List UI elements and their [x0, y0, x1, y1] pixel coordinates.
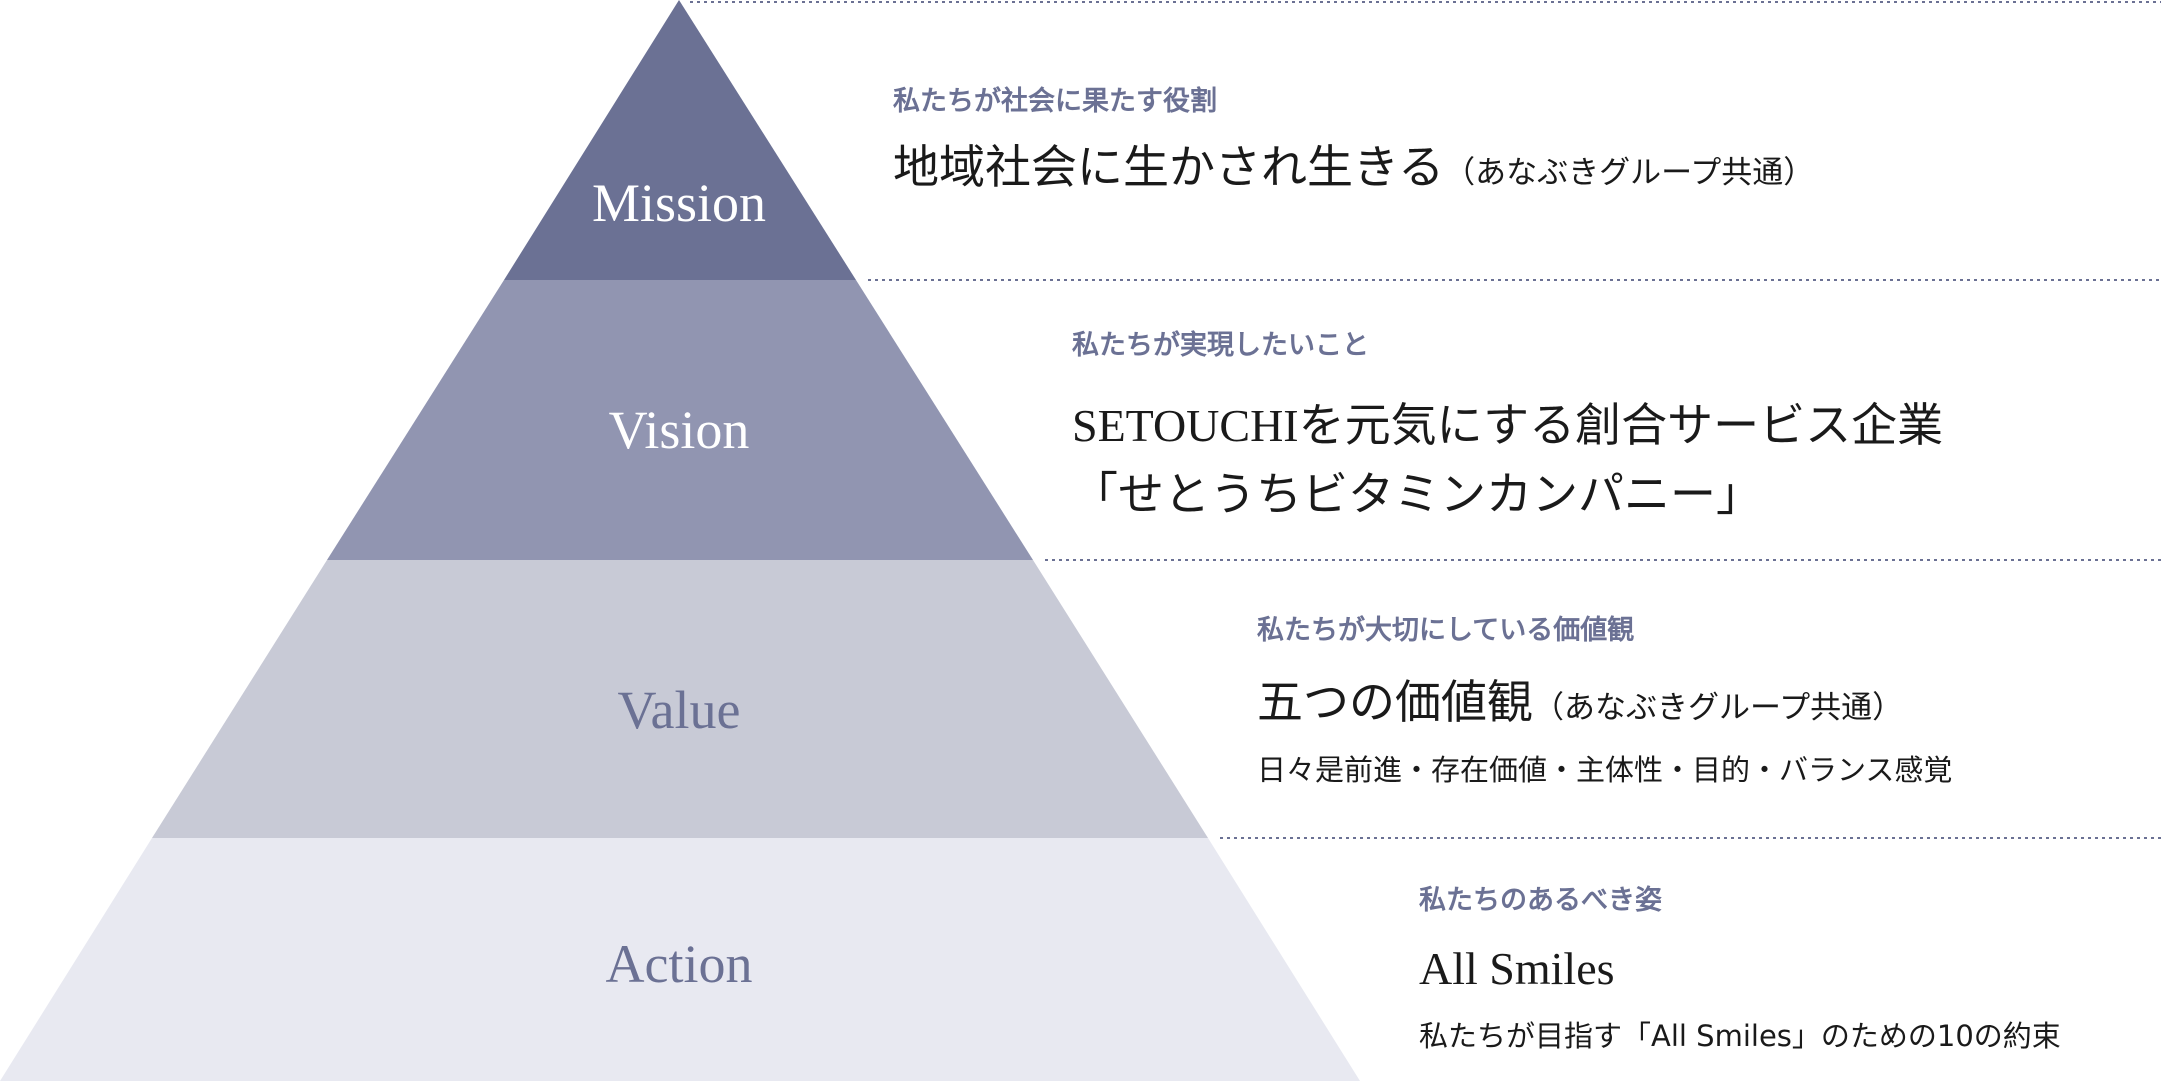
- pyramid-tier-action: [0, 838, 1360, 1081]
- tier-label-value: Value: [617, 680, 741, 740]
- tier-label-mission: Mission: [591, 173, 767, 233]
- value-detail: 日々是前進・存在価値・主体性・目的・バランス感覚: [1257, 753, 1953, 787]
- value-block: 私たちが大切にしている価値観 五つの価値観（あなぶきグループ共通） 日々是前進・…: [1257, 617, 1952, 785]
- mission-main: 地域社会に生かされ生きる: [893, 142, 1445, 193]
- tier-label-vision: Vision: [608, 400, 750, 460]
- mission-subtitle: 私たちが社会に果たす役割: [893, 86, 1217, 117]
- action-main: All Smiles: [1419, 943, 1615, 994]
- value-subtitle: 私たちが大切にしている価値観: [1257, 615, 1635, 646]
- action-block: 私たちのあるべき姿 All Smiles 私たちが目指す「All Smiles」…: [1419, 887, 2061, 1051]
- vision-subtitle: 私たちが実現したいこと: [1072, 330, 1369, 361]
- pyramid-tier-vision: [327, 280, 1033, 560]
- mission-block: 私たちが社会に果たす役割 地域社会に生かされ生きる（あなぶきグループ共通）: [893, 88, 1814, 191]
- value-main: 五つの価値観: [1257, 677, 1533, 728]
- tier-label-action: Action: [605, 934, 753, 994]
- value-note: （あなぶきグループ共通）: [1533, 690, 1904, 725]
- vision-main: SETOUCHIを元気にする創合サービス企業: [1072, 400, 1944, 451]
- action-subtitle: 私たちのあるべき姿: [1419, 885, 1662, 916]
- pyramid-tier-value: [152, 560, 1208, 838]
- vision-main-2: 「せとうちビタミンカンパニー」: [1072, 469, 1762, 520]
- mission-note: （あなぶきグループ共通）: [1444, 155, 1815, 190]
- vision-block: 私たちが実現したいこと SETOUCHIを元気にする創合サービス企業 「せとうち…: [1072, 332, 1943, 518]
- action-detail: 私たちが目指す「All Smiles」のための10の約束: [1419, 1019, 2061, 1053]
- mission-statement: 地域社会に生かされ生きる（あなぶきグループ共通）: [893, 145, 1814, 191]
- pyramid-tier-mission: [504, 0, 856, 280]
- value-statement: 五つの価値観（あなぶきグループ共通）: [1257, 680, 1952, 726]
